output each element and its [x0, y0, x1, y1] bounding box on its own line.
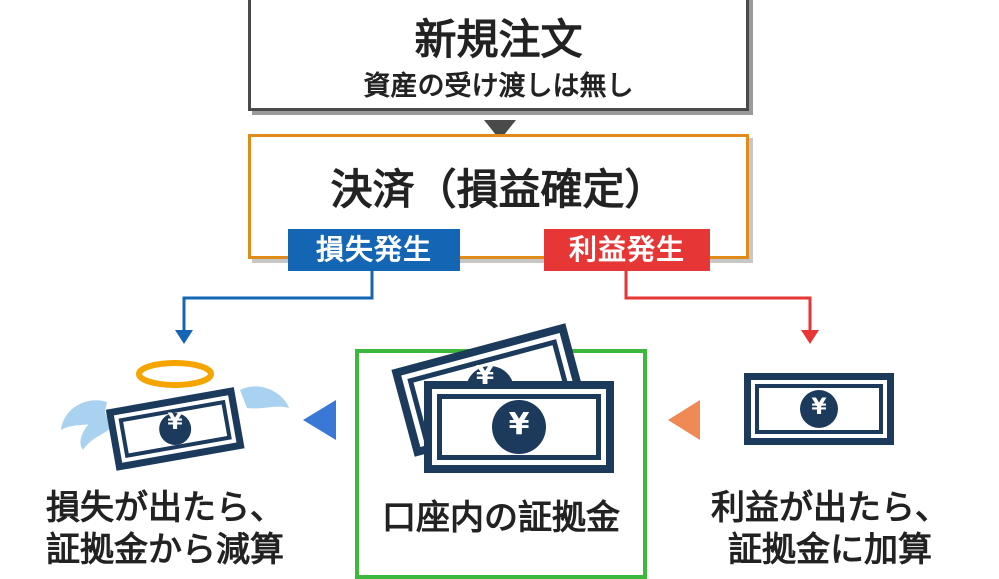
settlement-title: 決済（損益確定）	[330, 165, 667, 214]
flying-money-icon	[61, 360, 289, 471]
right-arrow-icon	[668, 400, 700, 440]
front-bill-symbol: ¥	[508, 407, 530, 442]
profit-flow-line	[624, 271, 812, 333]
margin-label: 口座内の証拠金	[382, 498, 620, 538]
profit-badge: 利益発生	[544, 229, 710, 271]
new-order-box	[248, 0, 749, 111]
new-order-title: 新規注文	[414, 15, 583, 64]
profit-note-line1: 利益が出たら、	[711, 488, 949, 528]
loss-flow-line	[182, 271, 374, 333]
margin-bills-icon	[391, 323, 614, 473]
down-triangle-icon	[484, 120, 516, 140]
profit-bill-symbol: ¥	[811, 395, 827, 420]
back-bill-symbol: ¥	[475, 361, 495, 391]
profit-flow-arrowhead	[801, 330, 819, 344]
profit-bill-icon	[744, 373, 894, 445]
loss-note-line1: 損失が出たら、	[46, 488, 284, 528]
loss-flow-arrowhead	[175, 330, 193, 344]
flying-bill-symbol: ¥	[167, 410, 183, 435]
left-arrow-icon	[303, 400, 336, 440]
loss-note-line2: 証拠金から減算	[46, 530, 284, 570]
loss-badge: 損失発生	[288, 229, 460, 271]
profit-note-line2: 証拠金に加算	[728, 530, 932, 570]
flow-connectors	[175, 271, 819, 440]
new-order-subtitle: 資産の受け渡しは無し	[363, 71, 634, 102]
